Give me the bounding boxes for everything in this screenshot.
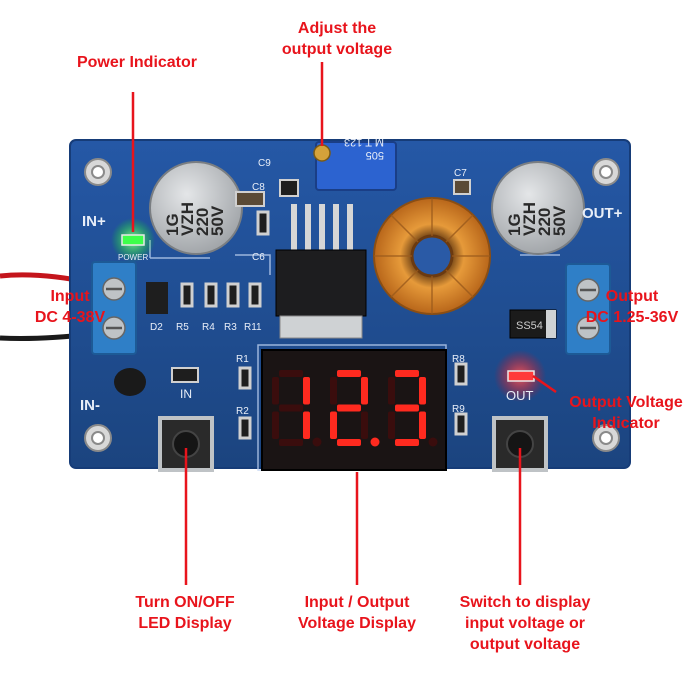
digit-1-segment-g xyxy=(337,404,361,412)
power-led xyxy=(111,218,155,262)
ref-r4: R4 xyxy=(202,322,215,333)
ref-c7: C7 xyxy=(454,168,467,179)
ref-r3: R3 xyxy=(224,322,237,333)
diode-text: SS54 xyxy=(516,320,543,332)
ref-r9: R9 xyxy=(452,404,465,415)
ref-r8: R8 xyxy=(452,354,465,365)
output-terminal xyxy=(565,263,611,355)
digit-0-segment-b xyxy=(303,377,310,405)
ref-r1: R1 xyxy=(236,354,249,365)
digit-0-segment-c xyxy=(303,411,310,439)
digit-2-segment-a xyxy=(395,370,419,377)
adjust-screw xyxy=(313,144,331,162)
digit-2-segment-c xyxy=(419,411,426,439)
voltage-display xyxy=(261,349,447,471)
mounting-holes xyxy=(84,158,620,452)
out-silk: OUT xyxy=(506,388,534,403)
out-plus-label: OUT+ xyxy=(582,205,623,222)
label-power-indicator: Power Indicator xyxy=(76,54,198,71)
schottky-diode: SS54 xyxy=(509,309,557,339)
ref-r5: R5 xyxy=(176,322,189,333)
potentiometer: 505 M T 123 xyxy=(313,136,397,191)
ref-c8: C8 xyxy=(252,182,265,193)
ref-d2: D2 xyxy=(150,322,163,333)
leader-lines xyxy=(131,62,557,585)
digit-0-segment-e xyxy=(272,411,279,439)
potentiometer-text: 505 M T 123 xyxy=(344,136,384,161)
digit-2-segment-d xyxy=(395,439,419,446)
digit-1-decimal-point xyxy=(370,437,380,447)
digit-2-segment-b xyxy=(419,377,426,405)
display-onoff-button[interactable] xyxy=(158,416,214,472)
ref-c6: C6 xyxy=(252,252,265,263)
in-silk: IN xyxy=(180,387,192,401)
capacitor-right: 1G VZH 220 50V xyxy=(491,161,585,255)
capacitor-left-text: 1G VZH 220 50V xyxy=(163,197,227,236)
in-plus-label: IN+ xyxy=(82,213,106,230)
digit-1-segment-f xyxy=(330,377,337,405)
regulator-ic xyxy=(275,204,367,339)
digit-1-segment-c xyxy=(361,411,368,439)
ref-c9: C9 xyxy=(258,158,271,169)
digit-0-segment-d xyxy=(279,439,303,446)
capacitor-left: 1G VZH 220 50V xyxy=(149,161,243,255)
input-terminal xyxy=(91,261,137,355)
digit-1-segment-e xyxy=(330,411,337,439)
ref-r2: R2 xyxy=(236,406,249,417)
digit-2-segment-g xyxy=(395,404,419,412)
digit-2-decimal-point xyxy=(428,437,438,447)
digit-1-segment-d xyxy=(337,439,361,446)
smd-components xyxy=(114,179,471,440)
power-silk: POWER xyxy=(118,253,148,262)
ref-r11: R11 xyxy=(244,322,262,333)
capacitor-right-text: 1G VZH 220 50V xyxy=(505,197,569,236)
display-segments xyxy=(272,370,438,447)
digit-2-segment-e xyxy=(388,411,395,439)
digit-1-segment-b xyxy=(361,377,368,405)
toroid-inductor xyxy=(373,197,491,315)
digit-0-decimal-point xyxy=(312,437,322,447)
digit-1-segment-a xyxy=(337,370,361,377)
digit-0-segment-a xyxy=(279,370,303,377)
in-minus-label: IN- xyxy=(80,397,100,414)
digit-2-segment-f xyxy=(388,377,395,405)
digit-0-segment-f xyxy=(272,377,279,405)
digit-0-segment-g xyxy=(279,404,303,412)
